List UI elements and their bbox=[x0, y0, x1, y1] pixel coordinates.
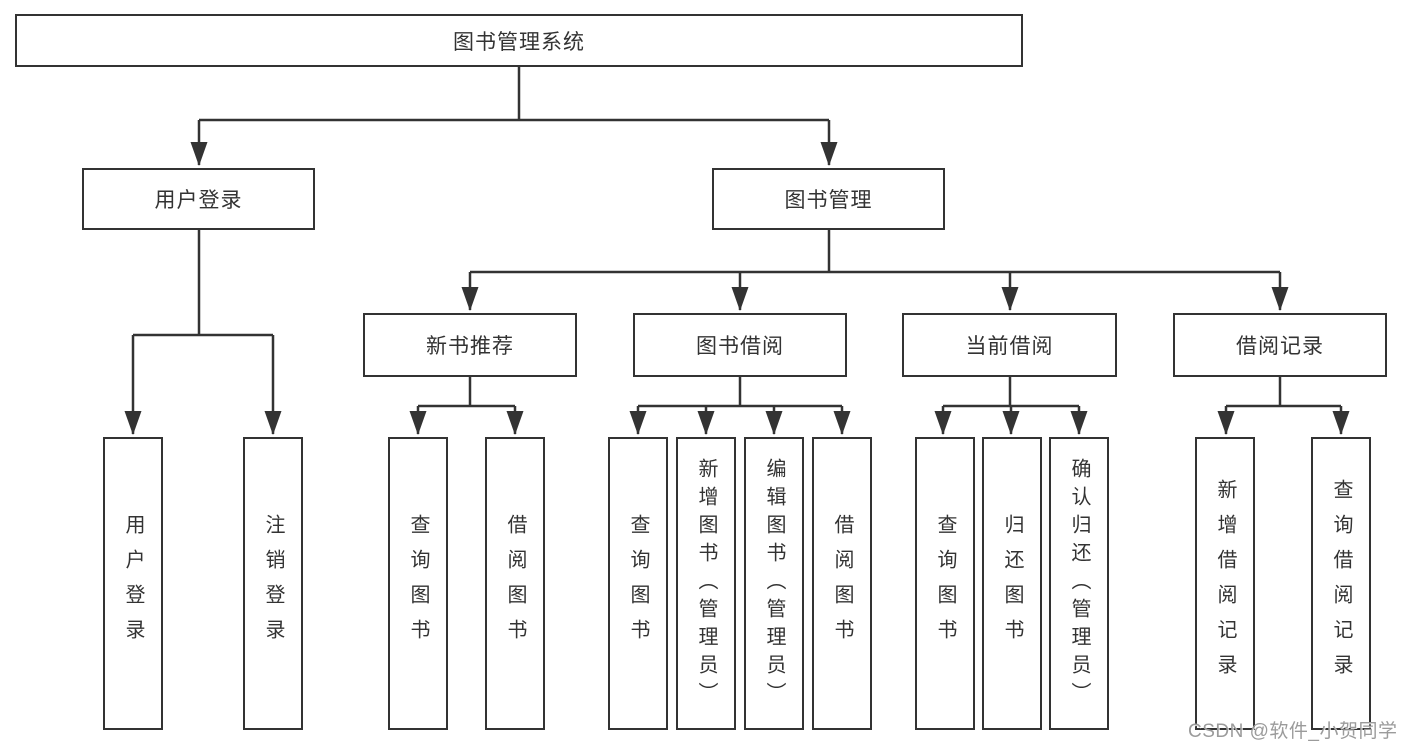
leaf-user-login-label: 用户登录 bbox=[122, 513, 144, 654]
node-book-management-label: 图书管理 bbox=[784, 189, 873, 212]
leaf-logout-label: 注销登录 bbox=[262, 513, 284, 654]
leaf-bb-edit-book-admin-label: 编辑图书（管理员） bbox=[763, 457, 785, 710]
leaf-nb-query-book-label: 查询图书 bbox=[407, 513, 429, 654]
node-library-system: 图书管理系统 bbox=[15, 14, 1023, 67]
leaf-cb-return-book: 归还图书 bbox=[982, 437, 1042, 730]
leaf-bb-query-book-label: 查询图书 bbox=[627, 513, 649, 654]
leaf-nb-query-book: 查询图书 bbox=[388, 437, 448, 730]
connector-shafts bbox=[133, 67, 1341, 408]
leaf-bb-add-book-admin-label: 新增图书（管理员） bbox=[695, 457, 717, 710]
leaf-bb-borrow-book-label: 借阅图书 bbox=[831, 513, 853, 654]
node-current-borrow: 当前借阅 bbox=[902, 313, 1117, 377]
node-library-system-label: 图书管理系统 bbox=[453, 30, 585, 54]
leaf-bb-query-book: 查询图书 bbox=[608, 437, 668, 730]
leaf-bb-edit-book-admin: 编辑图书（管理员） bbox=[744, 437, 804, 730]
node-borrow-records-label: 借阅记录 bbox=[1236, 335, 1324, 358]
node-new-book-recommend: 新书推荐 bbox=[363, 313, 577, 377]
leaf-cb-return-book-label: 归还图书 bbox=[1001, 513, 1023, 654]
leaf-logout: 注销登录 bbox=[243, 437, 303, 730]
leaf-user-login: 用户登录 bbox=[103, 437, 163, 730]
leaf-cb-query-book-label: 查询图书 bbox=[934, 513, 956, 654]
node-user-login-label: 用户登录 bbox=[154, 189, 243, 212]
node-user-login: 用户登录 bbox=[82, 168, 315, 230]
leaf-nb-borrow-book-label: 借阅图书 bbox=[504, 513, 526, 654]
leaf-cb-confirm-return-admin-label: 确认归还（管理员） bbox=[1068, 457, 1090, 710]
csdn-watermark: CSDN @软件_小贺同学 bbox=[1188, 721, 1398, 742]
leaf-nb-borrow-book: 借阅图书 bbox=[485, 437, 545, 730]
leaf-br-query-record-label: 查询借阅记录 bbox=[1330, 478, 1352, 689]
node-book-borrow: 图书借阅 bbox=[633, 313, 847, 377]
node-current-borrow-label: 当前借阅 bbox=[965, 335, 1054, 358]
leaf-bb-add-book-admin: 新增图书（管理员） bbox=[676, 437, 736, 730]
node-borrow-records: 借阅记录 bbox=[1173, 313, 1387, 377]
leaf-cb-confirm-return-admin: 确认归还（管理员） bbox=[1049, 437, 1109, 730]
leaf-br-add-record: 新增借阅记录 bbox=[1195, 437, 1255, 730]
leaf-br-add-record-label: 新增借阅记录 bbox=[1214, 478, 1236, 689]
node-book-management: 图书管理 bbox=[712, 168, 945, 230]
leaf-cb-query-book: 查询图书 bbox=[915, 437, 975, 730]
leaf-br-query-record: 查询借阅记录 bbox=[1311, 437, 1371, 730]
node-new-book-recommend-label: 新书推荐 bbox=[426, 335, 514, 358]
leaf-bb-borrow-book: 借阅图书 bbox=[812, 437, 872, 730]
node-book-borrow-label: 图书借阅 bbox=[696, 335, 784, 358]
